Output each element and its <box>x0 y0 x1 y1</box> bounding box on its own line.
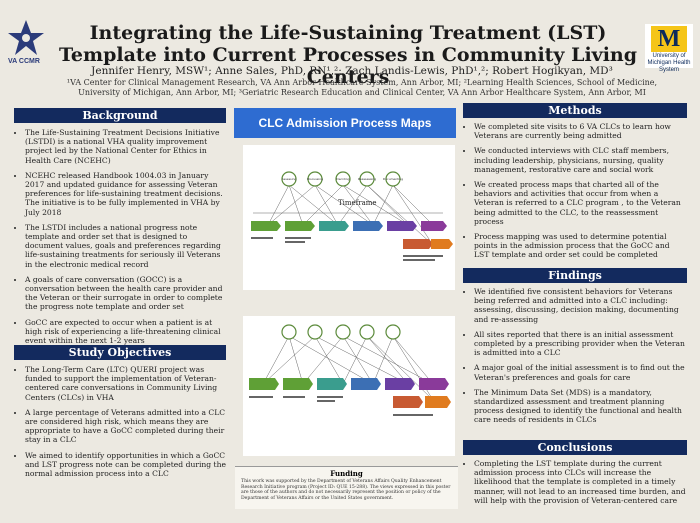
objectives-bullet: The Long-Term Care (LTC) QUERI project w… <box>25 365 226 402</box>
conclusions-bullet: Completing the LST template during the c… <box>474 459 687 505</box>
process-map-2-diagram <box>249 324 451 416</box>
background-bullet: NCEHC released Handbook 1004.03 in Janua… <box>25 171 226 217</box>
timeframe-label: Timeframe <box>338 199 377 207</box>
va-logo-text: VA CCMR <box>8 58 40 65</box>
objectives-bullet: A large percentage of Veterans admitted … <box>25 408 226 445</box>
va-logo: VA CCMR <box>6 18 50 65</box>
background-bullet: A goals of care conversation (GOCC) is a… <box>25 275 226 312</box>
findings-bullet: The Minimum Data Set (MDS) is a mandator… <box>474 388 687 425</box>
methods-bullet: We conducted interviews with CLC staff m… <box>474 146 687 174</box>
findings-bullet: A major goal of the initial assessment i… <box>474 363 687 381</box>
poster-header: VA CCMR Integrating the Life-Sustaining … <box>0 0 700 100</box>
node-label: Assessing <box>282 177 297 181</box>
objectives-bullet: We aimed to identify opportunities in wh… <box>25 451 226 479</box>
background-bullet: GoCC are expected to occur when a patien… <box>25 318 226 346</box>
methods-bullet: Process mapping was used to determine po… <box>474 232 687 260</box>
background-section: The Life-Sustaining Treatment Decisions … <box>14 128 226 351</box>
findings-heading: Findings <box>463 268 687 283</box>
poster-title: Integrating the Life-Sustaining Treatmen… <box>58 22 638 88</box>
umich-logo-text: University of Michigan Health System <box>647 53 691 73</box>
poster-affiliations: ¹VA Center for Clinical Management Resea… <box>66 78 658 97</box>
poster-authors: Jennifer Henry, MSW¹; Anne Sales, PhD, R… <box>91 65 613 77</box>
background-bullet: The LSTDI includes a national progress n… <box>25 223 226 269</box>
findings-bullet: We identified five consistent behaviors … <box>474 287 687 324</box>
funding-section: Funding This work was supported by the D… <box>235 466 458 509</box>
conclusions-section: Completing the LST template during the c… <box>463 459 687 511</box>
methods-heading: Methods <box>463 103 687 118</box>
conclusions-heading: Conclusions <box>463 440 687 455</box>
process-map-1: Assessing Discussing Deciding Reassessin… <box>243 145 455 290</box>
umich-logo: M University of Michigan Health System <box>645 24 693 73</box>
node-label: Documenting <box>383 177 403 181</box>
methods-section: We completed site visits to 6 VA CLCs to… <box>463 122 687 266</box>
background-heading: Background <box>14 108 226 123</box>
process-maps-heading: CLC Admission Process Maps <box>234 108 456 138</box>
node-label: Discussing <box>307 177 323 181</box>
umich-logo-letter: M <box>651 26 687 52</box>
background-bullet: The Life-Sustaining Treatment Decisions … <box>25 128 226 165</box>
findings-section: We identified five consistent behaviors … <box>463 287 687 431</box>
methods-bullet: We created process maps that charted all… <box>474 180 687 226</box>
node-label: Deciding <box>336 177 349 181</box>
methods-bullet: We completed site visits to 6 VA CLCs to… <box>474 122 687 140</box>
process-map-1-diagram: Assessing Discussing Deciding Reassessin… <box>251 171 453 261</box>
findings-bullet: All sites reported that there is an init… <box>474 330 687 358</box>
funding-heading: Funding <box>330 469 363 478</box>
funding-text: This work was supported by the Departmen… <box>241 479 451 501</box>
study-objectives-heading: Study Objectives <box>14 345 226 360</box>
study-objectives-section: The Long-Term Care (LTC) QUERI project w… <box>14 365 226 484</box>
process-map-2 <box>243 316 455 456</box>
star-icon <box>8 20 44 55</box>
node-label: Reassessing <box>358 177 376 181</box>
